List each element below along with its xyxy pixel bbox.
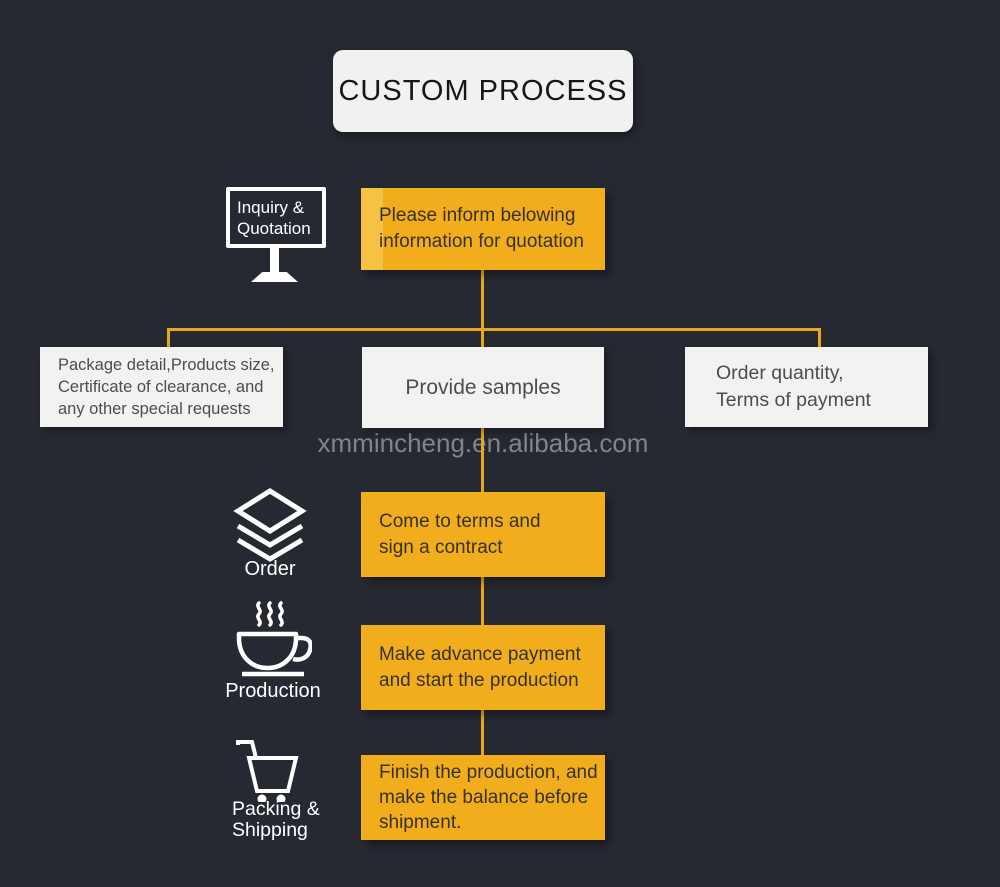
requirement-box-middle: Provide samples — [362, 347, 604, 428]
stage-label-inquiry: Inquiry & Quotation — [237, 197, 311, 238]
monitor-stand — [270, 248, 279, 273]
coffee-cup-icon — [236, 601, 312, 677]
step-box-payment: Make advance payment and start the produ… — [361, 625, 605, 710]
connector-drop-left — [167, 328, 170, 348]
step-box-contract: Come to terms and sign a contract — [361, 492, 605, 577]
requirement-box-right: Order quantity, Terms of payment — [685, 347, 928, 427]
shopping-cart-icon — [236, 740, 299, 802]
connector-vertical-mid3 — [481, 710, 484, 756]
step-box-quotation: Please inform belowing information for q… — [361, 188, 605, 270]
connector-drop-right — [818, 328, 821, 348]
connector-vertical-mid1 — [481, 428, 484, 493]
connector-vertical-mid2 — [481, 577, 484, 626]
stage-label-packing: Packing & Shipping — [232, 798, 320, 841]
connector-vertical-top — [481, 268, 484, 348]
page-title: CUSTOM PROCESS — [333, 50, 633, 132]
stage-label-order: Order — [244, 558, 296, 580]
monitor-base — [251, 272, 298, 282]
connector-horizontal-branch — [167, 328, 821, 331]
step-box-shipment: Finish the production, and make the bala… — [361, 755, 605, 840]
layers-icon — [233, 488, 307, 562]
stage-label-production: Production — [225, 680, 321, 702]
requirement-box-left: Package detail,Products size, Certificat… — [40, 347, 283, 427]
monitor-icon: Inquiry & Quotation — [226, 187, 326, 248]
